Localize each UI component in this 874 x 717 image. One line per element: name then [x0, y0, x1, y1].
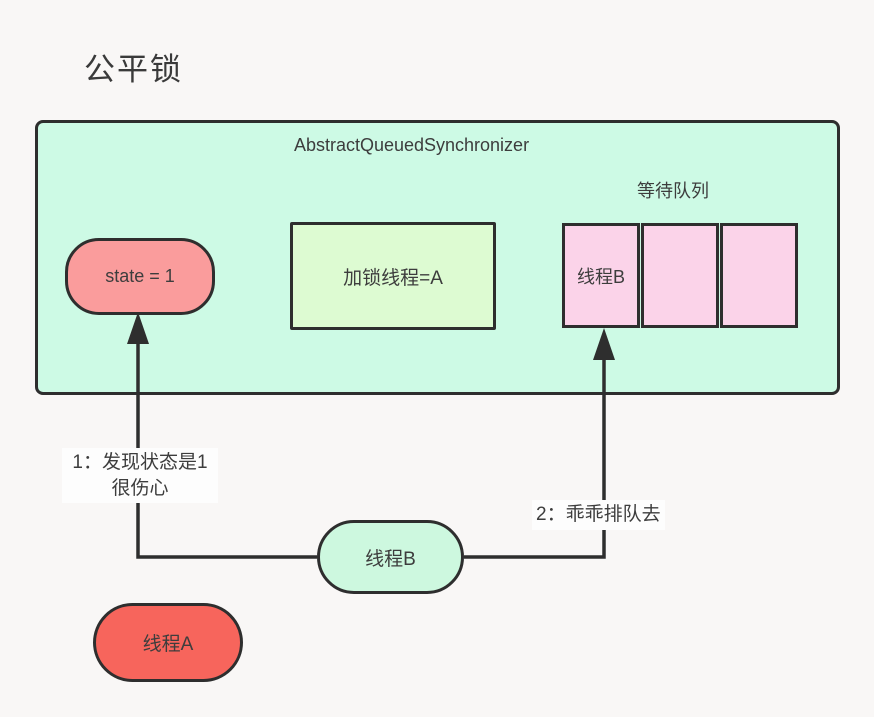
queue-cell-1: 线程B: [562, 223, 640, 328]
queue-cell-1-label: 线程B: [576, 266, 625, 287]
step1-annotation-line1: 1：发现状态是1: [72, 452, 208, 473]
queue-cell-3: [720, 223, 798, 328]
state-node: state = 1: [65, 238, 215, 315]
step2-annotation: 2：乖乖排队去: [532, 500, 665, 530]
thread-b-label: 线程B: [365, 548, 416, 570]
step1-annotation: 1：发现状态是1 很伤心: [62, 448, 218, 504]
page-title: 公平锁: [84, 52, 183, 87]
aqs-title: AbstractQueuedSynchronizer: [293, 135, 530, 155]
state-node-label: state = 1: [105, 266, 175, 286]
lock-thread-box: 加锁线程=A: [290, 222, 496, 330]
lock-thread-label: 加锁线程=A: [343, 267, 443, 289]
wait-queue-title: 等待队列: [637, 181, 709, 201]
thread-a-node: 线程A: [93, 603, 243, 682]
step1-annotation-line2: 很伤心: [111, 477, 169, 499]
aqs-container: AbstractQueuedSynchronizer 等待队列 state = …: [35, 120, 840, 395]
thread-b-node: 线程B: [317, 520, 464, 594]
thread-a-label: 线程A: [142, 634, 194, 655]
queue-cell-2: [641, 223, 719, 328]
